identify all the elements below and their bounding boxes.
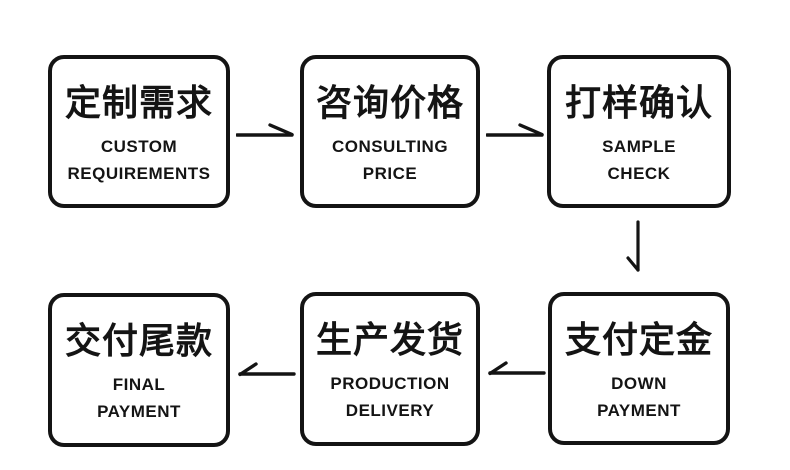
- arrow-right-icon: [236, 119, 296, 143]
- flow-node-final-payment: 交付尾款 FINAL PAYMENT: [48, 293, 230, 447]
- node-subtitle-en: CUSTOM: [100, 137, 178, 156]
- node-subtitle-en: PAYMENT: [597, 401, 681, 420]
- flow-node-sample-check: 打样确认 SAMPLE CHECK: [547, 55, 731, 208]
- arrow-left-icon: [486, 357, 546, 381]
- node-subtitle-en: SAMPLE: [602, 137, 676, 156]
- arrow-left-icon: [236, 358, 296, 382]
- node-subtitle-en: PRICE: [362, 164, 418, 183]
- node-subtitle-en: PRODUCTION: [330, 374, 450, 393]
- node-subtitle-en: CONSULTING: [331, 137, 449, 156]
- node-title-zh: 咨询价格: [315, 82, 464, 123]
- node-title-zh: 支付定金: [564, 319, 713, 360]
- node-subtitle-en: REQUIREMENTS: [67, 164, 211, 183]
- flow-node-consulting-price: 咨询价格 CONSULTING PRICE: [300, 55, 480, 208]
- flow-node-production-delivery: 生产发货 PRODUCTION DELIVERY: [300, 292, 480, 446]
- flow-node-custom-requirements: 定制需求 CUSTOM REQUIREMENTS: [48, 55, 230, 208]
- flow-node-down-payment: 支付定金 DOWN PAYMENT: [548, 292, 730, 445]
- node-title-zh: 交付尾款: [64, 320, 213, 361]
- node-title-zh: 定制需求: [64, 82, 213, 123]
- arrow-right-icon: [486, 119, 546, 143]
- node-title-zh: 生产发货: [315, 319, 464, 360]
- node-title-zh: 打样确认: [564, 82, 713, 123]
- node-subtitle-en: DELIVERY: [345, 401, 435, 420]
- node-subtitle-en: PAYMENT: [97, 402, 181, 421]
- node-subtitle-en: DOWN: [611, 374, 667, 393]
- node-subtitle-en: FINAL: [112, 375, 166, 394]
- arrow-down-icon: [626, 220, 650, 276]
- node-subtitle-en: CHECK: [607, 164, 671, 183]
